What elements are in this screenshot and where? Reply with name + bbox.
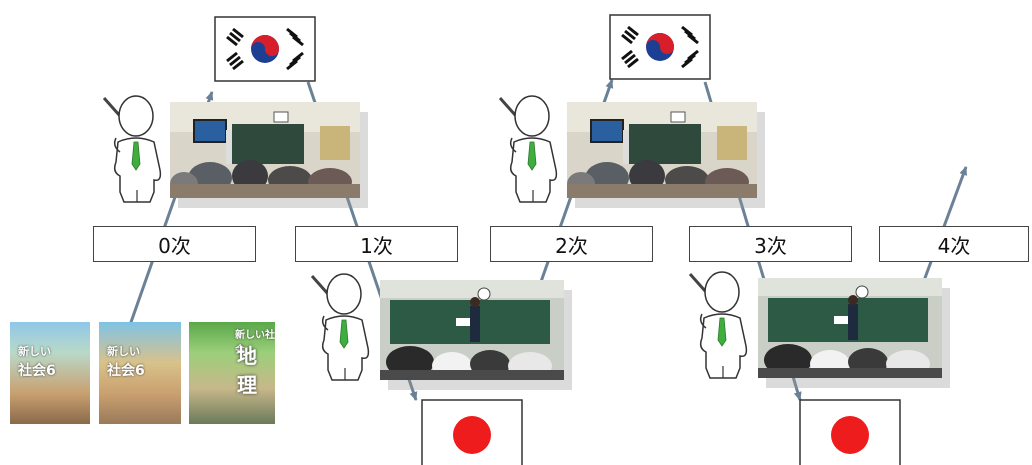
teacher-figure-icon — [688, 270, 748, 380]
textbook-subtitle: 社会6 — [18, 363, 56, 379]
teacher-figure-icon — [498, 94, 558, 204]
teacher-figure-icon — [102, 94, 162, 204]
classroom-photo-japan-3 — [757, 277, 950, 388]
textbook-subtitle: 地理 — [237, 344, 257, 397]
textbook-subtitle: 社会6 — [107, 363, 145, 379]
classroom-photo-japan-1 — [379, 279, 572, 390]
stage-label-text: 2次 — [555, 233, 588, 258]
textbook-cover: 新しい 社会6 — [99, 322, 181, 424]
teacher-figure-icon — [310, 272, 370, 382]
classroom-photo-korea-2 — [566, 101, 765, 208]
stage-label-0: 0次 — [93, 226, 256, 262]
korean-flag-icon — [608, 13, 712, 81]
stage-label-3: 3次 — [689, 226, 852, 262]
stage-label-text: 3次 — [754, 233, 787, 258]
stage-label-2: 2次 — [490, 226, 653, 262]
stage-label-4: 4次 — [879, 226, 1029, 262]
japanese-flag-icon — [799, 399, 901, 465]
textbook-cover: 新しい 社会6 — [10, 322, 90, 424]
korean-flag-icon — [213, 15, 317, 83]
textbook-title: 新しい — [107, 345, 140, 358]
textbook-cover: 新しい社会 地理 — [189, 322, 275, 424]
stage-label-1: 1次 — [295, 226, 458, 262]
japanese-flag-icon — [421, 399, 523, 465]
textbook-title: 新しい — [18, 345, 51, 358]
stage-label-text: 4次 — [937, 233, 971, 258]
classroom-photo-korea-0 — [169, 101, 368, 208]
stage-label-text: 1次 — [360, 233, 393, 258]
textbook-title: 新しい社会 — [235, 330, 275, 356]
stage-label-text: 0次 — [158, 233, 191, 258]
